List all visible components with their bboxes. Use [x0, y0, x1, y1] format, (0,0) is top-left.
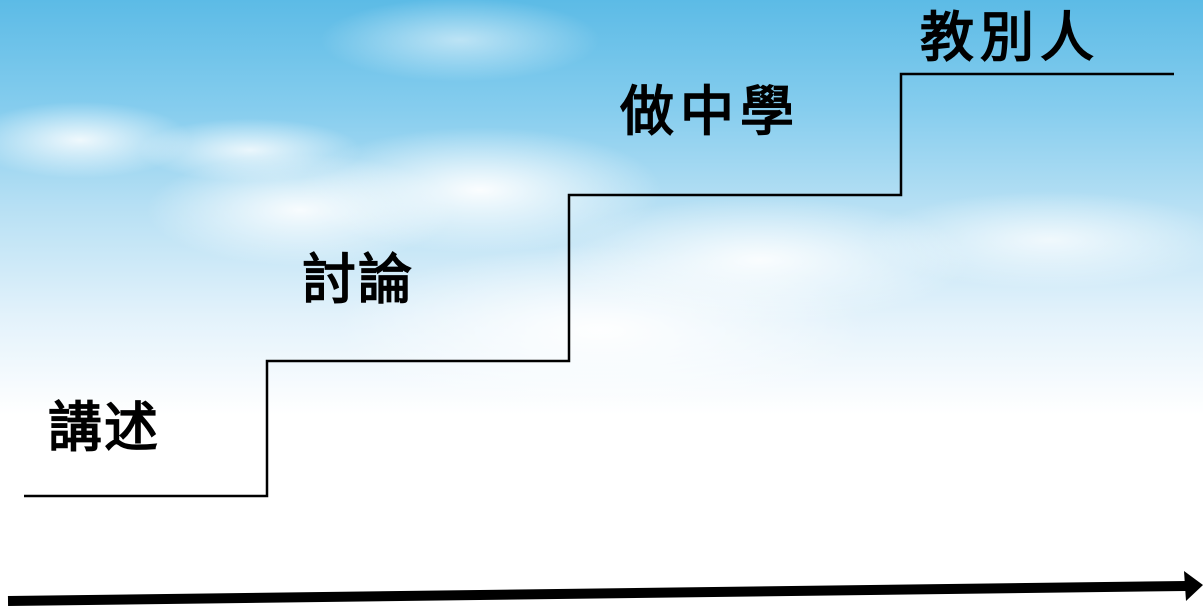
- staircase-line: [24, 72, 1174, 498]
- step-label-learning-by-doing: 做中學: [620, 79, 800, 143]
- step-label-discussion: 討論: [302, 247, 414, 311]
- step-label-teaching-others: 教別人: [920, 5, 1100, 69]
- step-label-lecture: 講述: [48, 395, 160, 459]
- progress-arrow-head: [1184, 571, 1203, 601]
- progress-arrow-shaft: [7, 581, 1187, 606]
